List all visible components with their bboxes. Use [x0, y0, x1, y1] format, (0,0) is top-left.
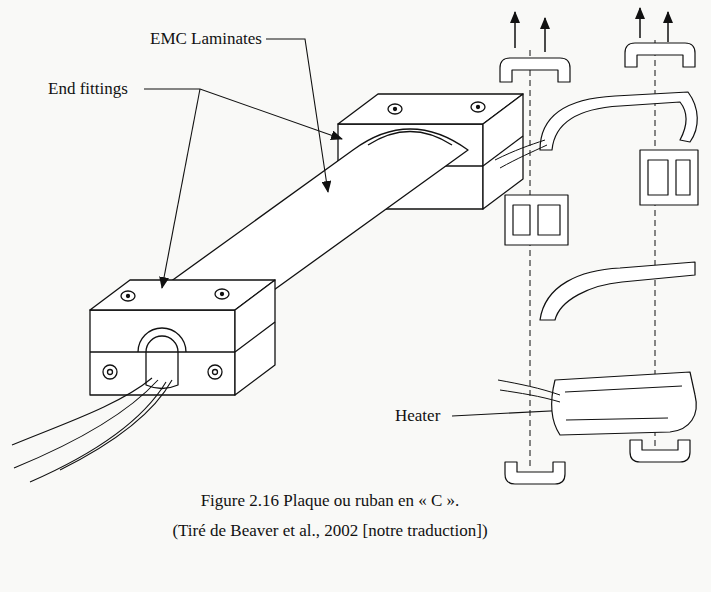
part-label: Heater: [395, 405, 440, 427]
part-label: End fittings: [48, 78, 128, 100]
source-note: (Tiré de Beaver et al., 2002 [notre trad…: [100, 520, 560, 542]
figure-caption: Figure 2.16 Plaque ou ruban en « C ».: [100, 490, 560, 512]
part-label: EMC Laminates: [150, 28, 262, 50]
